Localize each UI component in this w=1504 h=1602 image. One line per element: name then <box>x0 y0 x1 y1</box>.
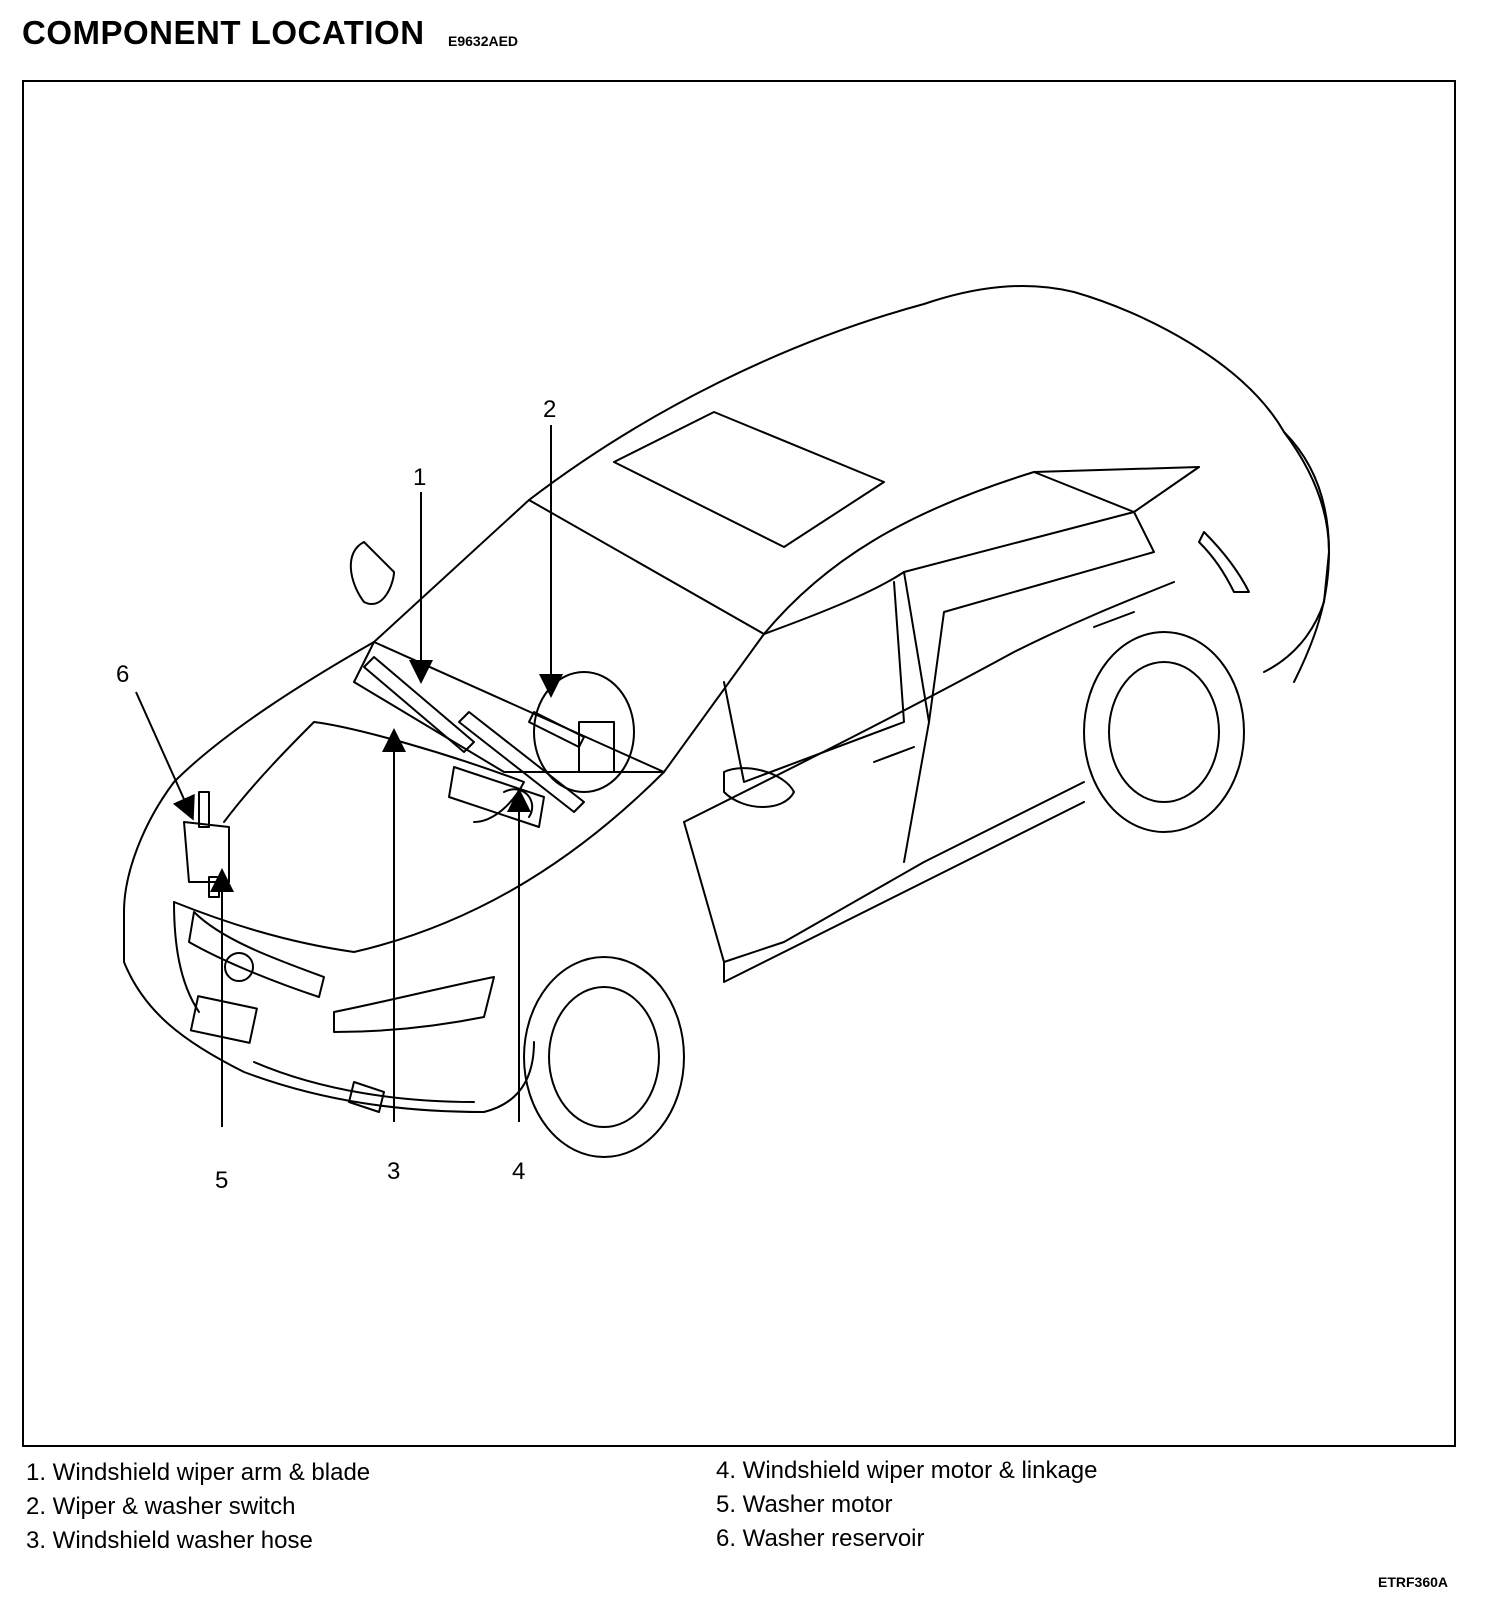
callout-arrows <box>135 425 563 1127</box>
car-outline <box>123 285 1330 1158</box>
callout-number-2: 2 <box>543 396 556 423</box>
legend-item: 2. Wiper & washer switch <box>26 1493 296 1520</box>
callout-number-3: 3 <box>387 1158 400 1185</box>
legend-right-column: 4. Windshield wiper motor & linkage 5. W… <box>716 1454 1098 1556</box>
callout-number-6: 6 <box>116 661 129 688</box>
legend-item: 6. Washer reservoir <box>716 1525 925 1552</box>
callout-number-5: 5 <box>215 1167 228 1194</box>
page-title: COMPONENT LOCATION <box>22 14 425 51</box>
callout-number-4: 4 <box>512 1158 525 1185</box>
legend-item: 4. Windshield wiper motor & linkage <box>716 1457 1098 1484</box>
diagram-frame: 1 2 3 4 5 6 <box>22 80 1456 1447</box>
car-diagram: 1 2 3 4 5 6 <box>116 285 1330 1194</box>
legend-item: 1. Windshield wiper arm & blade <box>26 1459 371 1486</box>
legend-left-column: 1. Windshield wiper arm & blade 2. Wiper… <box>26 1456 370 1558</box>
callout-number-1: 1 <box>413 464 426 491</box>
callout-arrow-6 <box>135 691 195 821</box>
legend-item: 3. Windshield washer hose <box>26 1527 313 1554</box>
legend-item: 5. Washer motor <box>716 1491 893 1518</box>
section-code: E9632AED <box>448 33 519 49</box>
figure-code: ETRF360A <box>1378 1574 1449 1590</box>
